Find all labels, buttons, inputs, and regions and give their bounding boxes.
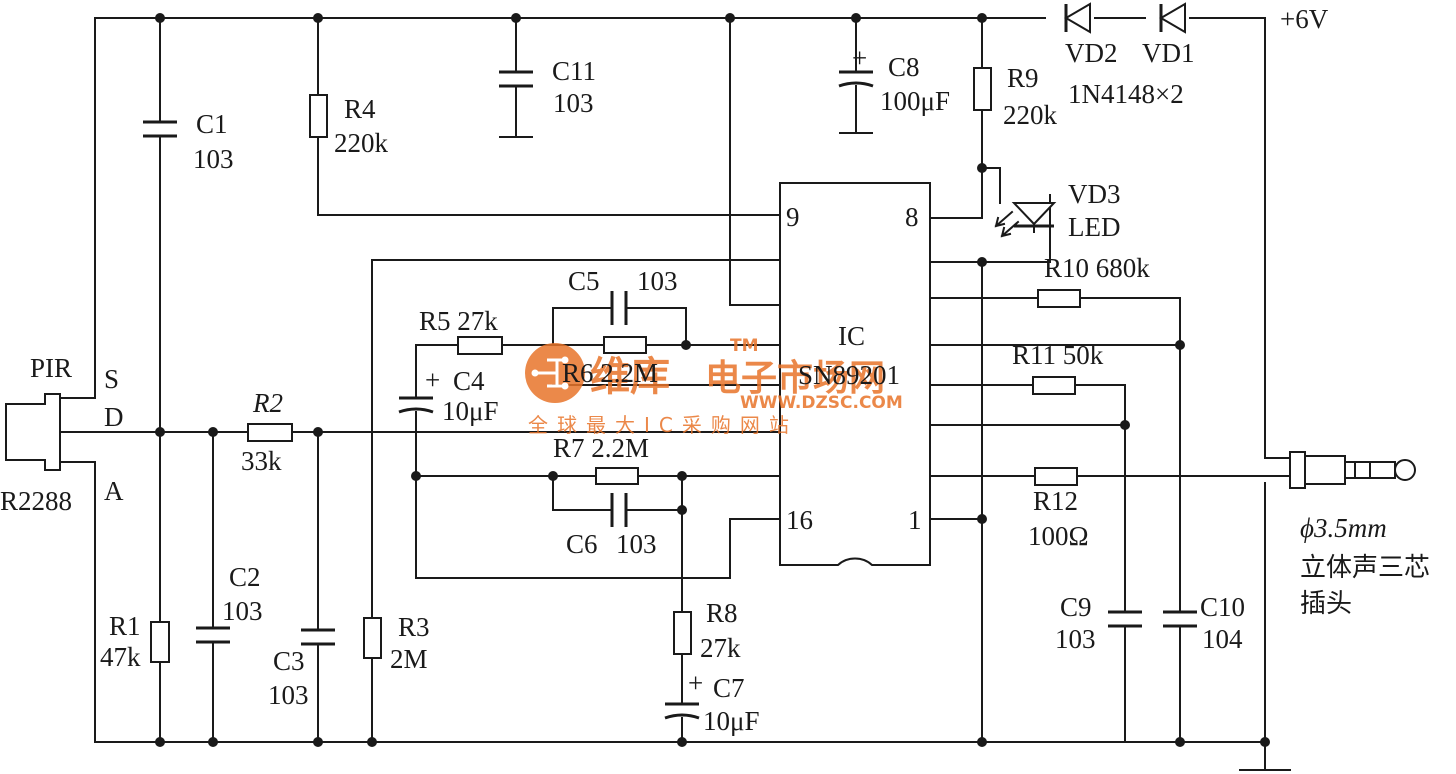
c3-ref: C3 (273, 646, 305, 676)
ic-part: SN89201 (798, 360, 900, 390)
pir-pin-s: S (104, 364, 119, 394)
pir-label: PIR (30, 353, 72, 383)
c7-plus: + (688, 668, 703, 698)
wires (59, 17, 1291, 771)
c4-plus: + (425, 365, 440, 395)
c7-value: 10μF (703, 706, 760, 736)
ic-pin16: 16 (786, 505, 813, 535)
ic-ref: IC (838, 321, 865, 351)
ic-pin9: 9 (786, 202, 800, 232)
watermark-brand2: 电子市场网 (705, 358, 885, 399)
ic-pin1: 1 (908, 505, 922, 535)
c10-ref: C10 (1200, 592, 1245, 622)
r3-value: 2M (390, 644, 428, 674)
r1-ref: R1 (109, 611, 141, 641)
c4-ref: C4 (453, 366, 485, 396)
watermark-url: WWW.DZSC.COM (740, 393, 903, 413)
c5-value: 103 (637, 266, 678, 296)
r8-ref: R8 (706, 598, 738, 628)
c1-value: 103 (193, 144, 234, 174)
c11-value: 103 (553, 88, 594, 118)
r7-label: R7 2.2M (553, 433, 649, 463)
r12-ref: R12 (1033, 486, 1078, 516)
c6-ref: C6 (566, 529, 598, 559)
supply-label: +6V (1280, 4, 1329, 34)
c5-ref: C5 (568, 266, 600, 296)
c8-ref: C8 (888, 52, 920, 82)
c3-value: 103 (268, 680, 309, 710)
r3-ref: R3 (398, 612, 430, 642)
vd3-type: LED (1068, 212, 1120, 242)
pir-pin-a: A (104, 476, 124, 506)
c9-ref: C9 (1060, 592, 1092, 622)
r9-ref: R9 (1007, 63, 1039, 93)
r4-ref: R4 (344, 94, 376, 124)
c4-value: 10μF (442, 396, 499, 426)
r5-label: R5 27k (419, 306, 498, 336)
pir-part: R2288 (0, 486, 72, 516)
c2-value: 103 (222, 596, 263, 626)
c6-value: 103 (616, 529, 657, 559)
labels: +6V C1 103 R4 220k C11 103 C8 100μF R9 2… (0, 4, 1430, 736)
c11-ref: C11 (552, 56, 596, 86)
r12-value: 100Ω (1028, 521, 1089, 551)
diode-part: 1N4148×2 (1068, 79, 1184, 109)
watermark-tm: TM (730, 336, 759, 356)
watermark-brand: 维库 (590, 354, 670, 400)
watermark-slogan: 全球最大IC采购网站 (528, 413, 798, 437)
r9-value: 220k (1003, 100, 1058, 130)
jack-desc2: 插头 (1300, 589, 1352, 619)
r8-value: 27k (700, 633, 741, 663)
c7-ref: C7 (713, 673, 745, 703)
r2-value: 33k (241, 446, 282, 476)
junction-dots (155, 13, 1270, 747)
r2-ref: R2 (252, 388, 283, 418)
vd3-ref: VD3 (1068, 179, 1121, 209)
r11-label: R11 50k (1012, 340, 1104, 370)
vd2-ref: VD2 (1065, 38, 1118, 68)
component-shapes (5, 2, 1416, 771)
c10-value: 104 (1202, 624, 1243, 654)
pir-pin-d: D (104, 402, 124, 432)
r6-label: R6 2.2M (562, 358, 658, 388)
jack-desc: 立体声三芯 (1300, 553, 1430, 583)
vd1-ref: VD1 (1142, 38, 1195, 68)
c9-value: 103 (1055, 624, 1096, 654)
ic-pin8: 8 (905, 202, 919, 232)
c1-ref: C1 (196, 109, 228, 139)
r4-value: 220k (334, 128, 389, 158)
jack-size: ϕ3.5mm (1300, 513, 1387, 543)
c2-ref: C2 (229, 562, 261, 592)
c8-plus: + (852, 43, 867, 73)
r1-value: 47k (100, 642, 141, 672)
c8-value: 100μF (880, 86, 950, 116)
r10-label: R10 680k (1044, 253, 1150, 283)
watermark: 维库 TM 电子市场网 WWW.DZSC.COM 全球最大IC采购网站 (525, 336, 903, 437)
